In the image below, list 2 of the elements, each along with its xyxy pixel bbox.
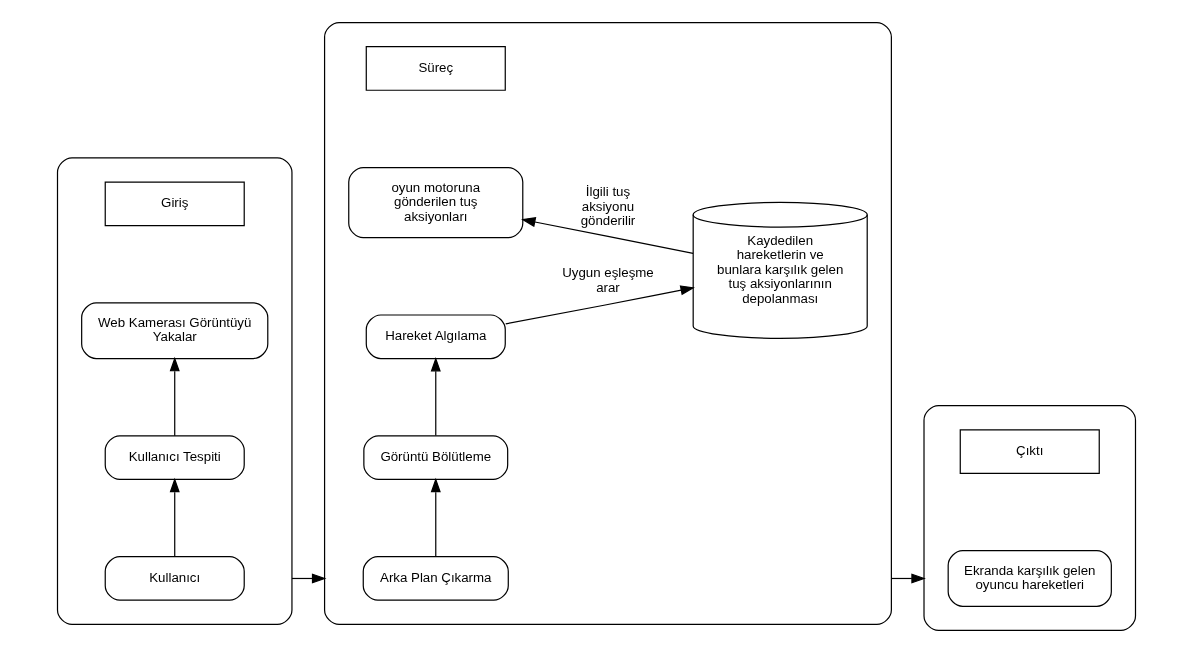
- edge-label: İlgili tuş aksiyonu gönderilir: [580, 184, 636, 229]
- edge-label: Uygun eşleşme arar: [562, 265, 654, 295]
